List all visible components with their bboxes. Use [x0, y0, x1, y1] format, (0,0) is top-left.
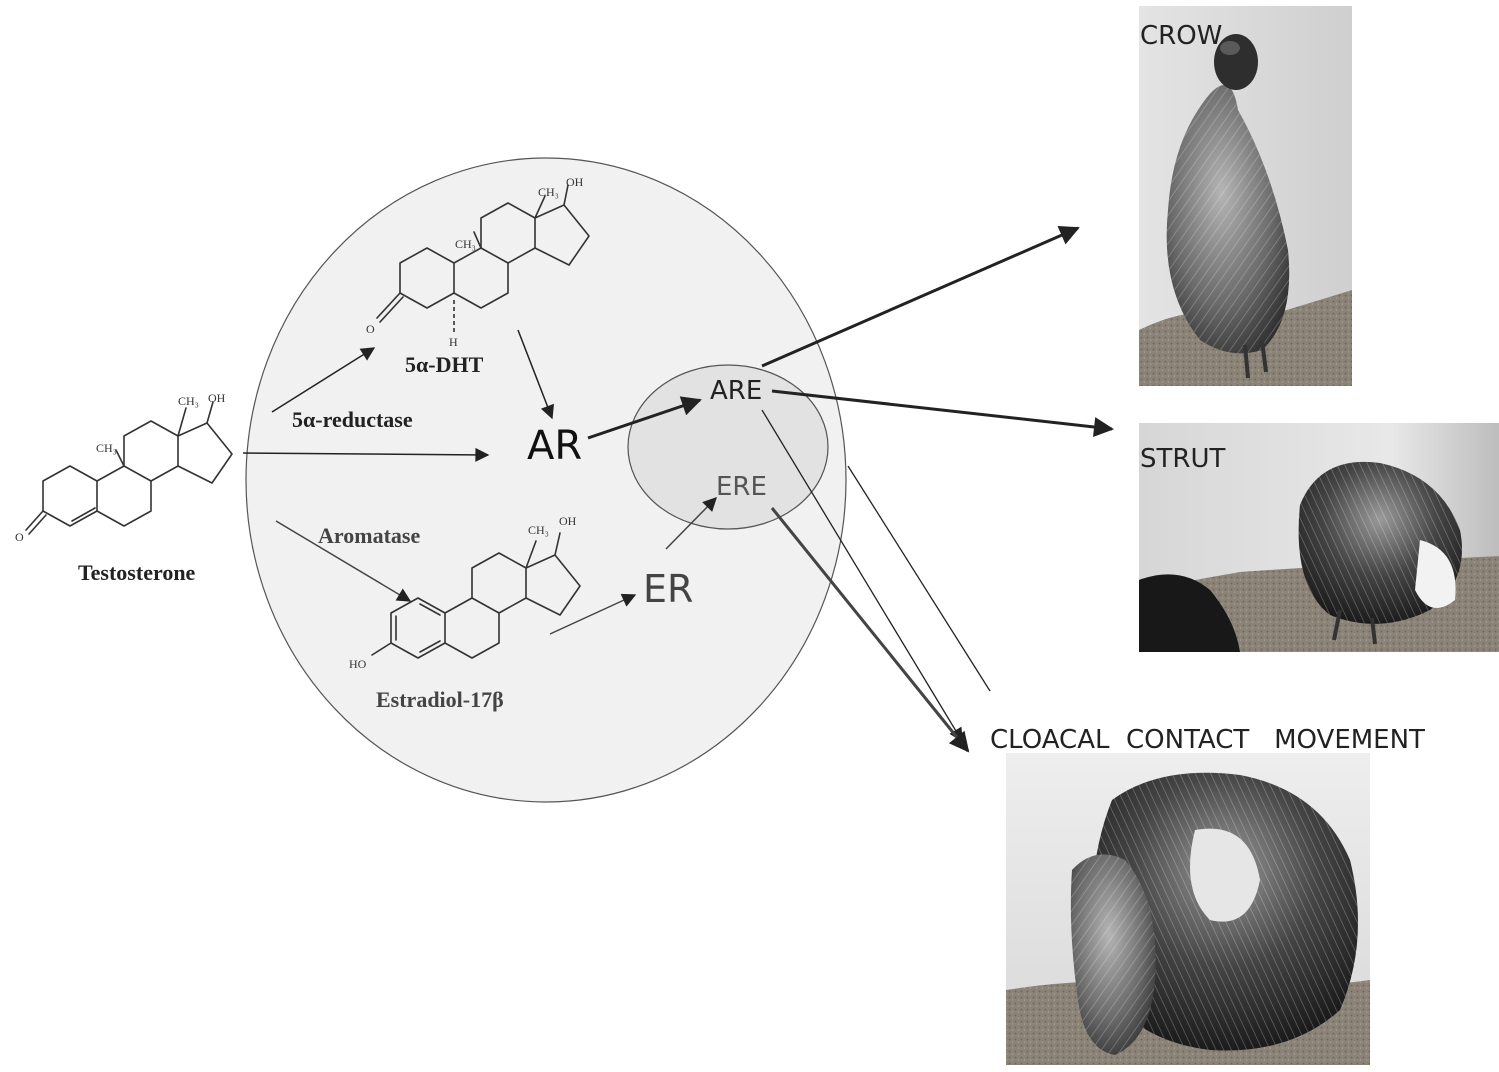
- cloacal-photo: [1006, 753, 1370, 1065]
- testosterone-ch3-atom: CH₃: [178, 394, 199, 408]
- testosterone-ch3-atom: CH₃: [96, 441, 117, 455]
- arrow-dht-to-ar: [517, 329, 554, 420]
- dht-h-atom: H: [449, 335, 458, 349]
- cell: [245, 157, 847, 803]
- reductase-label: 5α-reductase: [292, 407, 413, 432]
- testosterone-oh-atom: OH: [208, 391, 226, 405]
- aromatase-label: Aromatase: [318, 523, 420, 548]
- pathway-arrows: [242, 226, 1114, 753]
- strut-label: STRUT: [1140, 444, 1225, 474]
- dht-oh-atom: OH: [566, 175, 584, 189]
- arrow-er-to-ere: [665, 497, 717, 550]
- dht-o-atom: O: [366, 322, 375, 336]
- arrow-are-to-crow: [761, 226, 1080, 368]
- estradiol-structure: HO CH₃ OH: [349, 514, 581, 671]
- estradiol-ch3-atom: CH₃: [528, 523, 549, 537]
- testosterone-structure: O CH₃ CH₃ OH: [15, 391, 233, 544]
- strut-photo: [1139, 423, 1499, 652]
- testosterone-label: Testosterone: [78, 560, 196, 585]
- arrow-are-to-strut: [771, 389, 1114, 437]
- er-label: ER: [643, 567, 693, 611]
- line-nucleus-to-cloacal: [847, 465, 991, 692]
- arrow-are-to-cloacal: [761, 409, 963, 743]
- estradiol-oh-atom: OH: [559, 514, 577, 528]
- dht-structure: O H CH₃ CH₃ OH: [366, 175, 590, 349]
- arrow-ar-to-are: [587, 396, 702, 440]
- dht-ch3-atom: CH₃: [455, 237, 476, 251]
- arrow-testosterone-to-ar: [242, 447, 490, 462]
- arrow-testosterone-to-estradiol: [275, 520, 412, 602]
- testosterone-o-atom: O: [15, 530, 24, 544]
- cloacal-label: CLOACAL CONTACT MOVEMENT: [990, 725, 1425, 755]
- are-label: ARE: [710, 376, 762, 406]
- dht-label: 5α-DHT: [405, 352, 484, 377]
- arrow-estradiol-to-er: [549, 593, 637, 635]
- ere-label: ERE: [716, 472, 767, 502]
- estradiol-ho-atom: HO: [349, 657, 367, 671]
- crow-label: CROW: [1140, 21, 1222, 51]
- ar-label: AR: [527, 423, 582, 469]
- dht-ch3-atom: CH₃: [538, 185, 559, 199]
- arrow-ere-to-cloacal: [770, 507, 970, 753]
- crow-photo: [1139, 6, 1352, 386]
- estradiol-label: Estradiol-17β: [376, 687, 504, 712]
- arrow-testosterone-to-dht: [271, 347, 376, 413]
